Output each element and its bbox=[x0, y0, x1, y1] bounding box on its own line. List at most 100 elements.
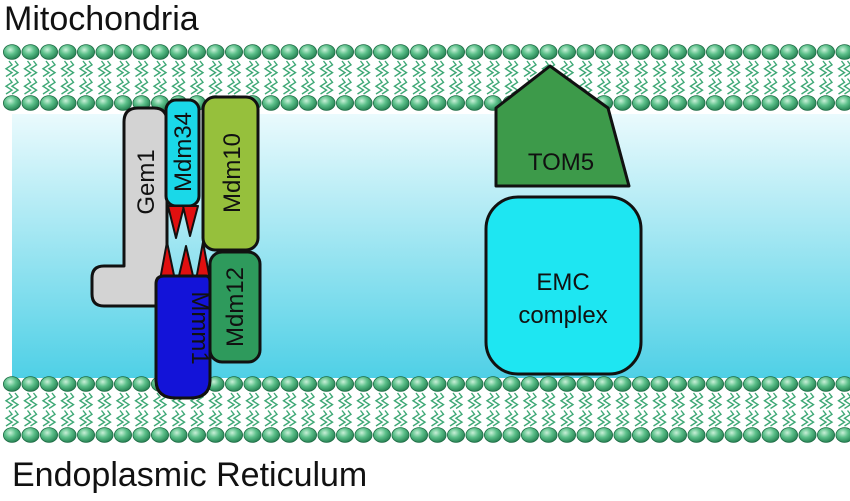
lipid-tail bbox=[530, 393, 536, 409]
lipid-tail bbox=[234, 393, 240, 409]
lipid-head bbox=[540, 377, 557, 392]
lipid-tail bbox=[660, 79, 666, 95]
lipid-head bbox=[743, 96, 760, 111]
lipid-tail bbox=[86, 79, 92, 95]
lipid-head bbox=[817, 428, 834, 443]
lipid-head bbox=[669, 45, 686, 60]
lipid-tail bbox=[771, 79, 777, 95]
lipid-head bbox=[577, 45, 594, 60]
lipid-head bbox=[503, 428, 520, 443]
lipid-tail bbox=[826, 393, 832, 409]
lipid-head bbox=[373, 377, 390, 392]
mitochondrial-membrane bbox=[3, 45, 850, 111]
lipid-tail bbox=[142, 79, 148, 95]
lipid-head bbox=[706, 96, 723, 111]
lipid-head bbox=[318, 45, 335, 60]
lipid-head bbox=[780, 428, 797, 443]
lipid-tail bbox=[715, 61, 721, 77]
lipid-head bbox=[262, 96, 279, 111]
lipid-tail bbox=[49, 79, 55, 95]
lipid-head bbox=[669, 377, 686, 392]
lipid-head bbox=[762, 428, 779, 443]
lipid-head bbox=[799, 45, 816, 60]
lipid-head bbox=[59, 377, 76, 392]
lipid-tail bbox=[234, 79, 240, 95]
lipid-tail bbox=[493, 61, 499, 77]
lipid-tail bbox=[105, 79, 111, 95]
lipid-head bbox=[521, 428, 538, 443]
lipid-tail bbox=[68, 411, 74, 427]
lipid-head bbox=[3, 96, 20, 111]
lipid-head bbox=[447, 96, 464, 111]
lipid-tail bbox=[382, 61, 388, 77]
lipid-tail bbox=[715, 393, 721, 409]
lipid-tail bbox=[197, 79, 203, 95]
lipid-tail bbox=[31, 79, 37, 95]
lipid-tail bbox=[752, 411, 758, 427]
lipid-tail bbox=[475, 61, 481, 77]
lipid-head bbox=[762, 45, 779, 60]
lipid-tail bbox=[697, 411, 703, 427]
lipid-tail bbox=[364, 411, 370, 427]
lipid-head bbox=[225, 377, 242, 392]
lipid-head bbox=[429, 428, 446, 443]
lipid-tail bbox=[290, 79, 296, 95]
lipid-tail bbox=[567, 61, 573, 77]
lipid-tail bbox=[12, 61, 18, 77]
lipid-tail bbox=[364, 393, 370, 409]
lipid-tail bbox=[586, 411, 592, 427]
lipid-tail bbox=[475, 393, 481, 409]
lipid-head bbox=[336, 428, 353, 443]
lipid-tail bbox=[808, 411, 814, 427]
lipid-head bbox=[22, 96, 39, 111]
lipid-head bbox=[595, 377, 612, 392]
lipid-head bbox=[447, 377, 464, 392]
lipid-head bbox=[836, 96, 850, 111]
lipid-tail bbox=[771, 393, 777, 409]
lipid-tail bbox=[345, 79, 351, 95]
lipid-head bbox=[262, 377, 279, 392]
mdm34-protein: Mdm34 bbox=[166, 100, 199, 206]
lipid-tail bbox=[419, 411, 425, 427]
lipid-tail bbox=[623, 61, 629, 77]
lipid-head bbox=[3, 45, 20, 60]
lipid-tail bbox=[623, 411, 629, 427]
mdm12-label: Mdm12 bbox=[222, 267, 249, 347]
lipid-tail bbox=[660, 393, 666, 409]
lipid-tail bbox=[419, 393, 425, 409]
lipid-head bbox=[503, 377, 520, 392]
lipid-head bbox=[595, 428, 612, 443]
lipid-head bbox=[281, 377, 298, 392]
lipid-tail bbox=[123, 61, 129, 77]
lipid-head bbox=[373, 428, 390, 443]
lipid-tail bbox=[512, 61, 518, 77]
lipid-head bbox=[743, 45, 760, 60]
lipid-tail bbox=[345, 393, 351, 409]
lipid-tail bbox=[438, 393, 444, 409]
lipid-head bbox=[466, 377, 483, 392]
lipid-head bbox=[799, 96, 816, 111]
lipid-head bbox=[225, 45, 242, 60]
lipid-tail bbox=[512, 411, 518, 427]
lipid-head bbox=[429, 96, 446, 111]
lipid-head bbox=[392, 96, 409, 111]
lipid-head bbox=[96, 96, 113, 111]
lipid-head bbox=[96, 45, 113, 60]
lipid-tail bbox=[271, 79, 277, 95]
lipid-tail bbox=[678, 79, 684, 95]
lipid-head bbox=[669, 96, 686, 111]
lipid-head bbox=[96, 428, 113, 443]
gem1-label: Gem1 bbox=[133, 149, 160, 214]
mdm10-label: Mdm10 bbox=[219, 133, 246, 213]
lipid-tail bbox=[734, 411, 740, 427]
emc-complex: EMC complex bbox=[486, 197, 641, 374]
lipid-tail bbox=[808, 393, 814, 409]
lipid-tail bbox=[31, 411, 37, 427]
lipid-head bbox=[410, 428, 427, 443]
lipid-tail bbox=[604, 393, 610, 409]
lipid-tail bbox=[253, 393, 259, 409]
lipid-head bbox=[373, 45, 390, 60]
lipid-head bbox=[188, 428, 205, 443]
lipid-tail bbox=[49, 61, 55, 77]
